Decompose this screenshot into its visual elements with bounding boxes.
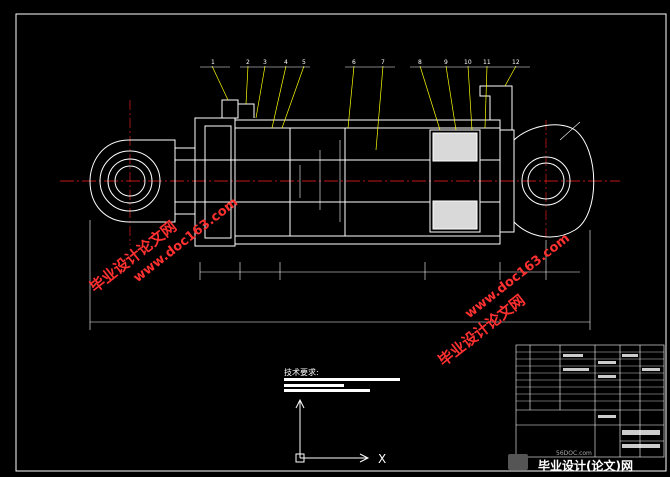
left-clevis-eye bbox=[89, 139, 176, 223]
tech-req-line-3 bbox=[284, 389, 370, 392]
tech-req-line-2 bbox=[284, 384, 344, 387]
part-label-11: 11 bbox=[483, 59, 491, 66]
part-label-4: 4 bbox=[284, 59, 288, 66]
dimension-lines bbox=[89, 121, 591, 330]
part-label-2: 2 bbox=[246, 59, 250, 66]
oil-port-fitting bbox=[221, 99, 255, 119]
part-label-6: 6 bbox=[352, 59, 356, 66]
rear-cap bbox=[479, 85, 515, 233]
part-number-labels: 1 2 3 4 5 6 7 8 9 10 11 12 bbox=[211, 59, 520, 66]
ucs-axis-icon bbox=[295, 398, 370, 463]
footer-site-name: 毕业设计(论文)网 bbox=[538, 458, 633, 473]
footer-logo-badge bbox=[508, 454, 528, 470]
tech-req-line-1 bbox=[284, 378, 400, 381]
tech-requirements: 技术要求: bbox=[284, 367, 400, 392]
title-block-rows bbox=[516, 351, 664, 402]
part-label-5: 5 bbox=[302, 59, 306, 66]
part-label-12: 12 bbox=[512, 59, 520, 66]
piston-rod bbox=[175, 159, 430, 203]
right-clevis-eye bbox=[513, 124, 595, 238]
part-label-1: 1 bbox=[211, 59, 215, 66]
part-label-7: 7 bbox=[381, 59, 385, 66]
piston bbox=[429, 129, 501, 233]
watermark-lower-right: 毕业设计论文网 www.doc163.com bbox=[435, 231, 573, 370]
part-label-10: 10 bbox=[464, 59, 472, 66]
part-label-8: 8 bbox=[418, 59, 422, 66]
axis-x-label: X bbox=[378, 452, 386, 466]
footer-site-short: 56DOC.com bbox=[556, 450, 592, 457]
part-leaders bbox=[211, 65, 517, 151]
title-block-text-bars bbox=[563, 354, 660, 448]
watermark-upper-left: 毕业设计论文网 www.doc163.com bbox=[86, 195, 241, 296]
tech-requirements-title: 技术要求: bbox=[284, 367, 319, 377]
part-label-3: 3 bbox=[263, 59, 267, 66]
part-label-9: 9 bbox=[444, 59, 448, 66]
drawing-frame bbox=[15, 13, 667, 472]
